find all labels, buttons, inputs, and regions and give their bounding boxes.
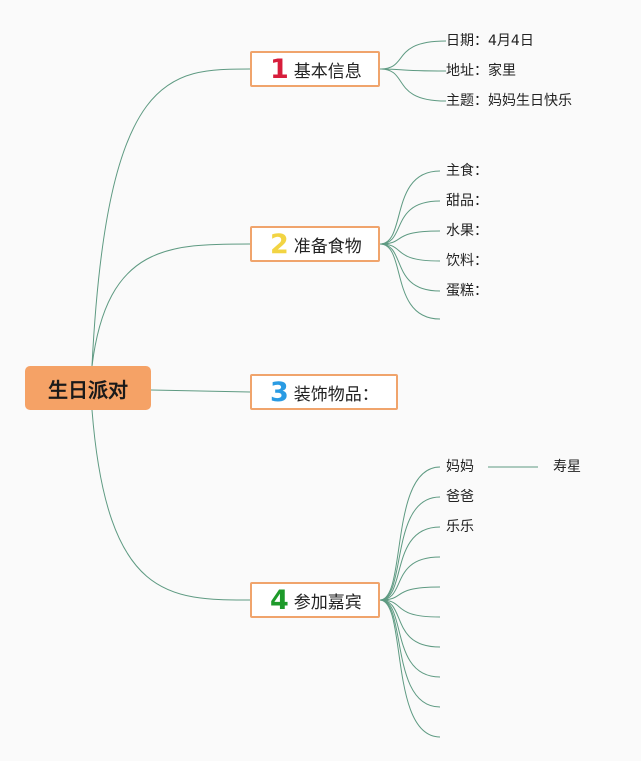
branch4-leaf-line [379,599,441,648]
leaf-address[interactable]: 地址：家里 [446,63,516,79]
branch-decorations[interactable]: 3 装饰物品： [250,374,398,410]
leaf-guest-mom[interactable]: 妈妈 [446,459,474,475]
leaf-drink[interactable]: 饮料： [446,253,488,269]
branch4-leaf-line [379,599,441,738]
branch2-leaf-line [379,243,441,320]
branch1-leaf-line [379,68,447,72]
branch1-leaf-line [379,40,447,70]
branch-guests[interactable]: 4 参加嘉宾 [250,582,380,618]
branch4-leaf-line [379,466,441,601]
root-to-branch-2 [91,243,251,367]
leaf-dessert[interactable]: 甜品： [446,193,488,209]
root-to-branch-4 [91,409,251,601]
branch2-leaf-line [379,243,441,262]
branch-label: 基本信息 [293,61,362,82]
branch4-leaf-line [379,599,441,708]
branch-basic-info[interactable]: 1 基本信息 [250,51,380,87]
branch-number-1: 1 [270,53,289,85]
branch1-leaf-line [379,68,447,102]
leaf-fruit[interactable]: 水果： [446,223,488,239]
branch4-leaf-line [379,599,441,678]
root-to-branch-1 [91,68,251,367]
leaf-staple[interactable]: 主食： [446,163,488,179]
root-label: 生日派对 [48,377,128,402]
branch-number-3: 3 [270,376,289,408]
branch-label: 参加嘉宾 [293,592,362,613]
branch2-leaf-line [379,230,441,245]
branch2-leaf-line [379,170,441,245]
leaf-theme[interactable]: 主题：妈妈生日快乐 [446,93,572,109]
branch4-leaf-line [379,496,441,601]
leaf-guest-dad[interactable]: 爸爸 [446,489,474,505]
branch4-leaf-line [379,586,441,601]
leaf-birthday-star[interactable]: 寿星 [553,459,581,475]
root-to-branch-3 [150,389,251,393]
leaf-guest-lele[interactable]: 乐乐 [446,519,474,535]
leaf-date[interactable]: 日期：4月4日 [446,33,534,49]
branch-number-4: 4 [270,584,289,616]
branch-number-2: 2 [270,228,289,260]
branch4-leaf-line [379,526,441,601]
branch-food[interactable]: 2 准备食物 [250,226,380,262]
leaf-cake[interactable]: 蛋糕： [446,283,488,299]
branch2-leaf-line [379,243,441,292]
branch4-leaf-line [379,556,441,601]
root-node[interactable]: 生日派对 [25,366,151,410]
branch-label: 准备食物 [293,236,362,257]
branch2-leaf-line [379,200,441,245]
branch-label: 装饰物品： [293,384,379,405]
branch4-leaf-line [379,599,441,618]
